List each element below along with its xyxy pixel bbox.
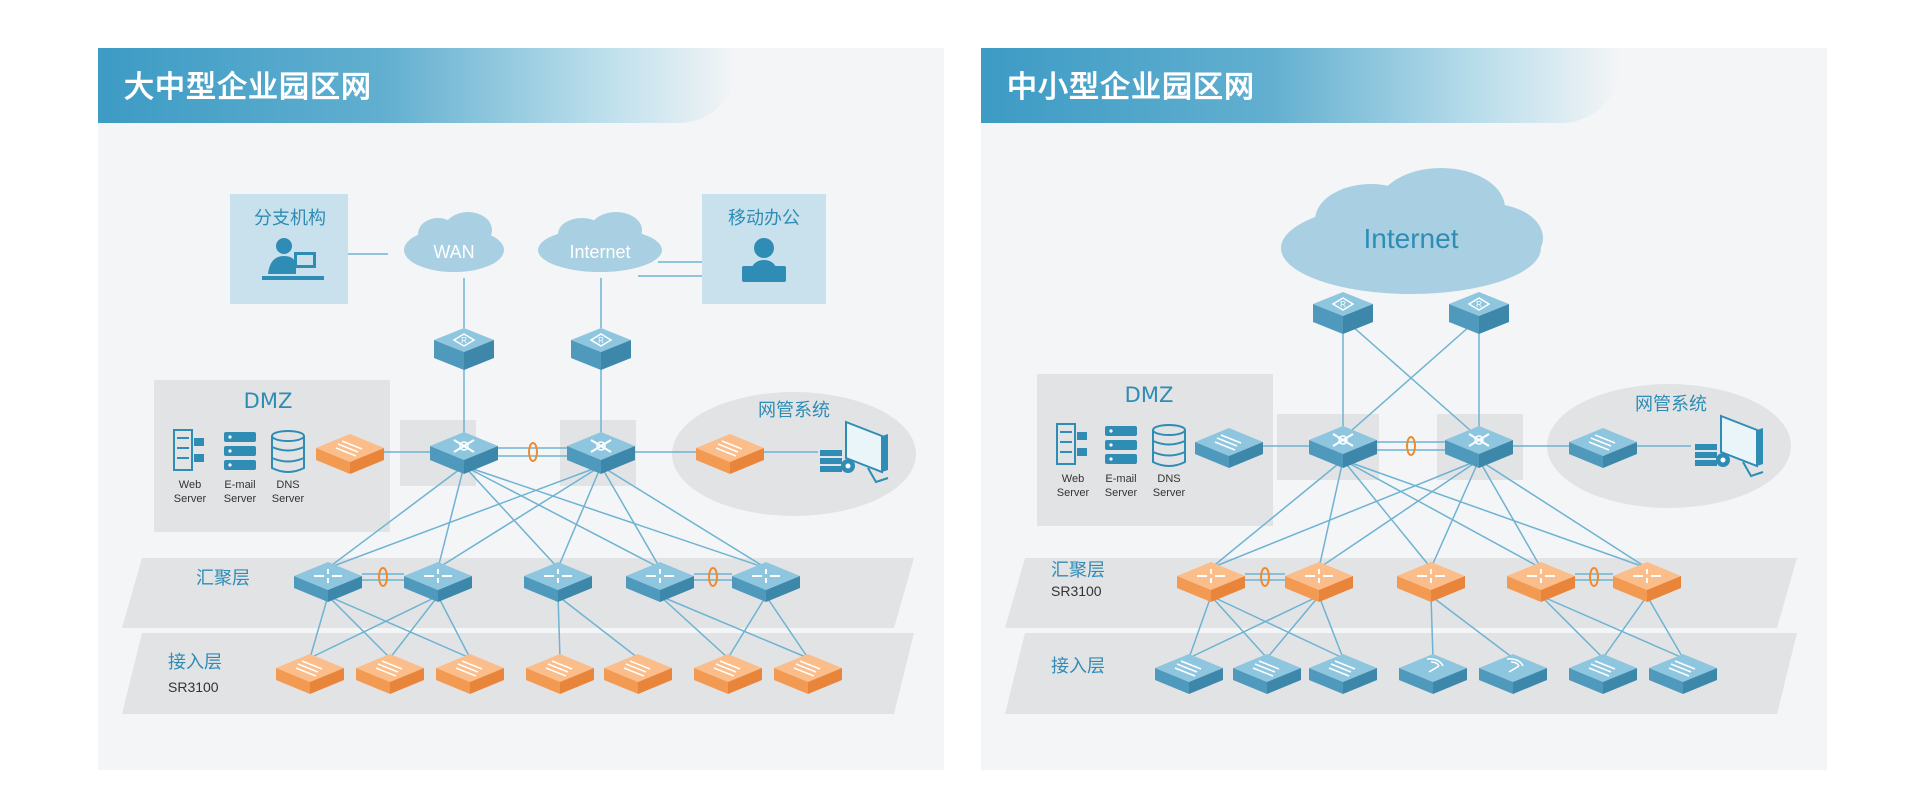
nms-label: 网管系统 — [1635, 394, 1707, 415]
router-icon — [433, 327, 495, 371]
large-campus-panel: 大中型企业园区网 R — [98, 48, 944, 770]
server-label-line2: Server — [1057, 487, 1090, 499]
server-label-line1: E-mail — [224, 479, 255, 491]
lag-indicator — [708, 567, 718, 587]
server-icon — [1105, 426, 1137, 464]
panel-title: 中小型企业园区网 — [1007, 70, 1255, 105]
access-model: SR3100 — [168, 679, 219, 695]
router-icon — [1448, 291, 1510, 335]
dmz-title: DMZ — [244, 389, 293, 413]
user-icon — [742, 238, 786, 282]
server-label-line2: Server — [272, 493, 305, 505]
server-label-line2: Server — [174, 493, 207, 505]
network-links — [1188, 317, 1691, 659]
dmz-title: DMZ — [1125, 383, 1174, 407]
access-label: 接入层 — [1051, 656, 1105, 677]
user-icon — [262, 238, 324, 280]
cloud-internet-label: Internet — [1364, 223, 1459, 254]
cloud-wan-label: WAN — [433, 242, 474, 262]
server-icon — [224, 432, 256, 470]
cloud-icon — [1281, 168, 1543, 294]
mobile-label: 移动办公 — [728, 208, 800, 229]
lag-indicator — [1406, 436, 1416, 456]
small-network-diagram: Internet — [1005, 168, 1797, 714]
large-network-diagram: R — [122, 194, 916, 714]
branch-label: 分支机构 — [254, 208, 326, 229]
lag-indicator — [1589, 567, 1599, 587]
cloud-internet-label: Internet — [569, 242, 630, 262]
server-label-line1: E-mail — [1105, 473, 1136, 485]
aggregation-label: 汇聚层 — [1051, 560, 1105, 581]
lag-indicator — [528, 442, 538, 462]
router-icon — [1312, 291, 1374, 335]
server-label-line1: Web — [179, 479, 201, 491]
server-label-line2: Server — [224, 493, 257, 505]
panel-header: 中小型企业园区网 — [981, 48, 1621, 123]
cloud-icon — [538, 212, 662, 272]
router-icon — [570, 327, 632, 371]
lag-indicator — [378, 567, 388, 587]
panel-header: 大中型企业园区网 — [98, 48, 738, 123]
aggregation-model: SR3100 — [1051, 583, 1102, 599]
nms-zone — [672, 392, 916, 516]
nms-label: 网管系统 — [758, 400, 830, 421]
aggregation-label: 汇聚层 — [196, 568, 250, 589]
access-label: 接入层 — [168, 652, 222, 673]
network-links — [309, 253, 818, 659]
server-label-line1: DNS — [1157, 473, 1180, 485]
cloud-icon — [404, 212, 504, 272]
aggregation-zone — [1005, 558, 1797, 628]
server-label-line1: Web — [1062, 473, 1084, 485]
server-label-line1: DNS — [276, 479, 299, 491]
small-campus-panel: 中小型企业园区网 Internet — [981, 48, 1827, 770]
server-label-line2: Server — [1105, 487, 1138, 499]
lag-indicator — [1260, 567, 1270, 587]
panel-title: 大中型企业园区网 — [124, 70, 372, 105]
server-label-line2: Server — [1153, 487, 1186, 499]
